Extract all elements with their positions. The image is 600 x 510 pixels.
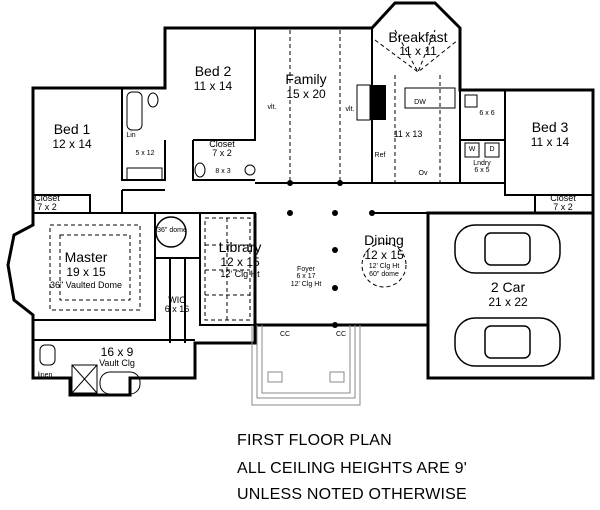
bath1-linen: Lin <box>126 132 136 139</box>
laundry-size: 6 x 5 <box>474 167 490 175</box>
family-name: Family <box>285 71 327 87</box>
bath1-size: 5 x 12 <box>135 150 155 157</box>
porch <box>251 325 361 406</box>
caption-title: FIRST FLOOR PLAN <box>237 432 392 449</box>
master-size: 19 x 15 <box>66 265 106 279</box>
library-size: 12 x 15 <box>220 255 260 269</box>
foyer-name: Foyer <box>297 266 315 273</box>
bed1-size: 12 x 14 <box>52 137 92 151</box>
foyer-size: 6 x 17 <box>296 273 316 281</box>
family-size: 15 x 20 <box>286 87 326 101</box>
dining-size: 12 x 15 <box>364 248 404 262</box>
coat-closet-left: CC <box>279 331 291 338</box>
dishwasher-label: DW <box>414 99 426 106</box>
breakfast-name: Breakfast <box>388 29 448 45</box>
caption-line3: UNLESS NOTED OTHERWISE <box>237 486 467 503</box>
interior-walls <box>33 28 593 343</box>
master-linen: linen <box>37 372 53 379</box>
bed2-size: 11 x 14 <box>193 79 233 93</box>
kitchen-size: 11 x 13 <box>393 129 423 139</box>
cars <box>454 224 561 367</box>
vault-label-1: vlt. <box>267 104 277 111</box>
master-note: 36" Vaulted Dome <box>49 280 123 290</box>
dining-note2: 60" dome <box>369 271 399 278</box>
master-bath-size: 16 x 9 <box>100 345 134 359</box>
wic-name: WIC <box>168 295 186 305</box>
dining-name: Dining <box>364 232 404 248</box>
bed1-name: Bed 1 <box>53 121 91 137</box>
closet-bed3-size: 7 x 2 <box>553 202 573 213</box>
ceiling-lines <box>49 29 459 321</box>
refrigerator-label: Ref <box>374 152 386 159</box>
closet-bed1-size: 7 x 2 <box>37 202 57 213</box>
fixtures-drawing <box>39 87 500 395</box>
laundry-name: Lndry <box>473 160 491 167</box>
library-note: 12' Clg Ht <box>220 269 260 279</box>
oven-label: Ov <box>418 170 428 177</box>
hearth <box>356 84 371 121</box>
closet-bed2-size: 7 x 2 <box>212 148 232 159</box>
garage-size: 21 x 22 <box>488 295 528 309</box>
bath2-size: 8 x 3 <box>215 168 231 175</box>
coat-closet-right: CC <box>335 331 347 338</box>
closet-bed3-name: Closet <box>550 193 576 203</box>
caption-line2: ALL CEILING HEIGHTS ARE 9' <box>237 460 467 477</box>
master-bath-note: Vault Clg <box>99 358 135 368</box>
garage-name: 2 Car <box>490 279 526 295</box>
bed3-size: 11 x 14 <box>530 135 570 149</box>
foyer-note: 12' Clg Ht <box>290 280 322 288</box>
closet-bed2-name: Closet <box>209 139 235 149</box>
columns <box>287 180 375 328</box>
breakfast-size: 11 x 11 <box>399 44 437 58</box>
closet-bed1-name: Closet <box>34 193 60 203</box>
entry-dome-note: 36" dome <box>157 227 187 234</box>
washer-label: W <box>468 146 476 153</box>
library-name: Library <box>218 239 262 255</box>
entry-dome <box>155 216 187 248</box>
vault-label-2: vlt. <box>345 106 355 113</box>
fireplace <box>370 85 386 120</box>
dining-note: 12' Clg Ht <box>368 263 400 270</box>
bed3-name: Bed 3 <box>531 119 569 135</box>
bath3-size: 6 x 6 <box>479 110 495 117</box>
dryer-label: D <box>489 146 495 153</box>
master-name: Master <box>64 249 108 265</box>
bed2-name: Bed 2 <box>194 63 232 79</box>
wic-size: 6 x 16 <box>164 304 190 315</box>
